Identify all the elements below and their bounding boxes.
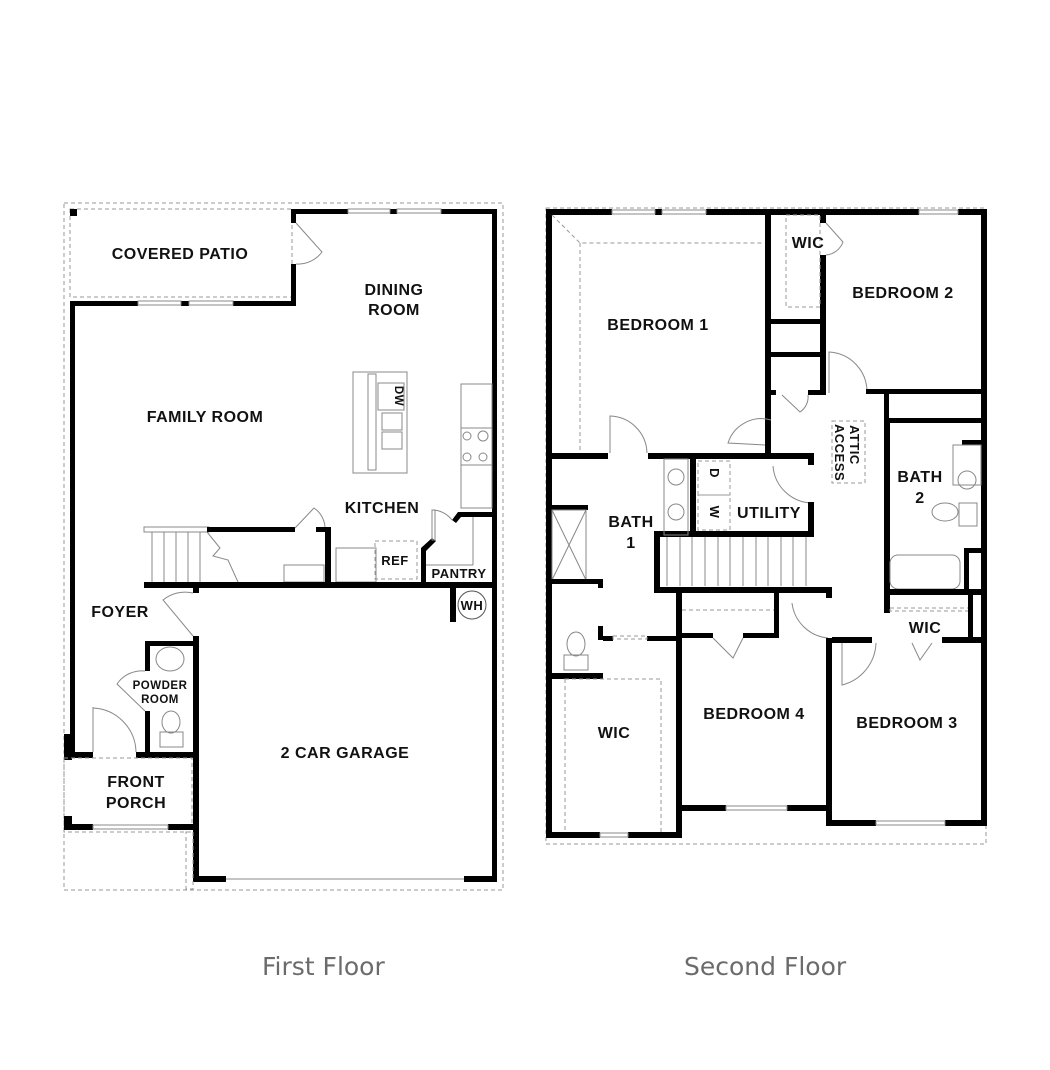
first-floor-caption: First Floor xyxy=(262,952,385,981)
second-floor-caption: Second Floor xyxy=(684,952,847,981)
appliance-label-refrigerator: REF xyxy=(381,553,409,568)
room-label-bedroom-2: BEDROOM 2 xyxy=(852,285,953,302)
label-attic-access-line1: ATTIC xyxy=(847,425,862,465)
room-label-pantry: PANTRY xyxy=(432,566,487,581)
room-label-family-room: FAMILY ROOM xyxy=(147,409,264,426)
room-label-powder-room-line2: ROOM xyxy=(141,694,179,706)
appliance-label-washer: W xyxy=(707,506,722,519)
second-floor-plan xyxy=(545,207,987,845)
room-label-foyer: FOYER xyxy=(91,604,149,621)
room-label-bedroom-3: BEDROOM 3 xyxy=(856,715,957,732)
room-label-wic-bath2: WIC xyxy=(909,620,942,637)
room-label-dining-room-line1: DINING xyxy=(365,282,424,299)
room-label-bath-1-line1: BATH xyxy=(608,514,653,531)
room-label-bedroom-1: BEDROOM 1 xyxy=(607,317,708,334)
label-attic-access-line2: ACCESS xyxy=(832,424,847,481)
room-label-utility: UTILITY xyxy=(737,505,801,522)
room-label-front-porch-line2: PORCH xyxy=(106,795,166,812)
room-label-wic-top: WIC xyxy=(792,235,825,252)
second-floor-labels: BEDROOM 1 WIC BEDROOM 2 ATTIC ACCESS BAT… xyxy=(598,235,958,742)
room-label-covered-patio: COVERED PATIO xyxy=(112,246,249,263)
first-floor-labels: COVERED PATIO DINING ROOM FAMILY ROOM DW… xyxy=(91,246,486,812)
room-label-kitchen: KITCHEN xyxy=(345,500,420,517)
appliance-label-dishwasher: DW xyxy=(392,386,404,406)
room-label-garage: 2 CAR GARAGE xyxy=(281,745,410,762)
appliance-label-dryer: D xyxy=(707,468,722,478)
first-floor-plan xyxy=(63,202,504,891)
room-label-bath-2-line1: BATH xyxy=(897,469,942,486)
room-label-wic-bottom: WIC xyxy=(598,725,631,742)
room-label-bath-1-line2: 1 xyxy=(626,535,635,552)
appliance-label-water-heater: WH xyxy=(461,598,484,613)
room-label-powder-room-line1: POWDER xyxy=(133,680,188,692)
room-label-bath-2-line2: 2 xyxy=(915,490,924,507)
room-label-dining-room-line2: ROOM xyxy=(368,302,420,319)
room-label-front-porch-line1: FRONT xyxy=(107,774,165,791)
room-label-bedroom-4: BEDROOM 4 xyxy=(703,706,804,723)
